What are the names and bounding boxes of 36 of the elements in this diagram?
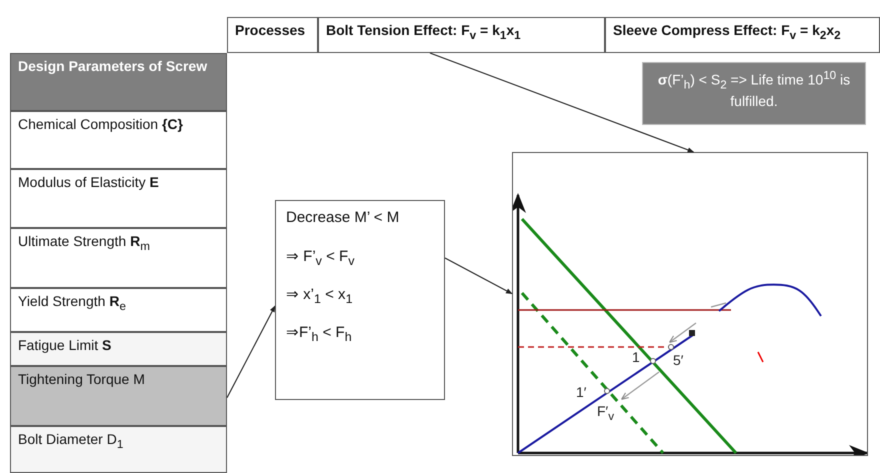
note-box	[642, 62, 866, 125]
table-cell	[10, 426, 227, 473]
table-cell	[10, 288, 227, 332]
table-header-cell	[10, 53, 227, 111]
point-label: F′$_{v}$	[597, 403, 614, 423]
cell-text: Sleeve Compress Effect: F$_{v}$ = k$_{2}$x$_{2}$	[613, 22, 841, 44]
arrow	[430, 52, 694, 153]
header-cell	[605, 17, 880, 53]
cell-text: Design Parameters of Screw	[18, 58, 208, 75]
header-cell	[227, 17, 318, 53]
arrow	[226, 305, 276, 398]
cell-text: Fatigue Limit S	[18, 337, 112, 354]
cell-text: Bolt Diameter D$_{1}$	[18, 431, 124, 453]
table-cell	[10, 228, 227, 288]
table-cell	[10, 169, 227, 228]
arrow	[444, 258, 513, 294]
table-cell	[10, 366, 227, 426]
cell-text: Yield Strength R$_{e}$	[18, 293, 126, 315]
point-label: 1′	[576, 384, 586, 400]
cell-text: Chemical Composition {C}	[18, 116, 183, 133]
process-title: Decrease M’ < M	[286, 209, 400, 226]
point-label: 5′	[673, 352, 684, 368]
implication-text: ⇒ x’$_{1}$ < x$_{1}$	[286, 286, 353, 308]
table-cell	[10, 111, 227, 169]
note-text: σ(F’$_{h}$) < S$_{2}$ => Life time 10$^{10}$ is fulfilled.	[656, 68, 852, 110]
process-box	[275, 200, 445, 400]
cell-text: Ultimate Strength R$_{m}$	[18, 233, 150, 255]
cell-text: Bolt Tension Effect: F$_{v}$ = k$_{1}$x$_{1}$	[326, 22, 521, 44]
cell-text: Modulus of Elasticity E	[18, 174, 159, 191]
implication-text: ⇒F’$_{h}$ < F$_{h}$	[286, 324, 352, 346]
implication-text: ⇒ F’$_{v}$ < F$_{v}$	[286, 248, 354, 270]
header-cell	[318, 17, 605, 53]
table-cell	[10, 332, 227, 366]
cell-text: Processes	[235, 22, 306, 39]
cell-text: Tightening Torque M	[18, 371, 145, 388]
point-label: 1	[632, 349, 640, 365]
